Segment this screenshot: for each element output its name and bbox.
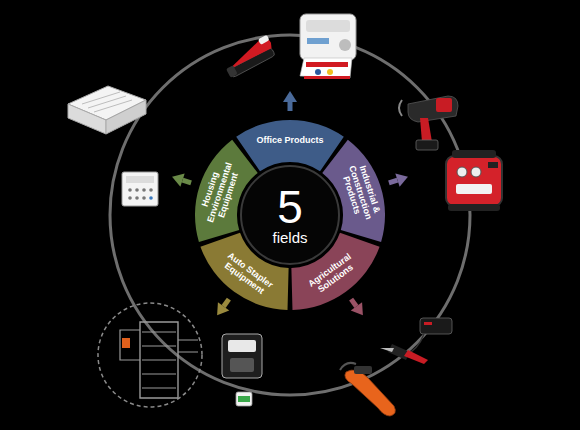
compressor-figure [446,150,502,211]
control-panel-figure [122,172,158,206]
stapler-unit-figure [222,334,262,406]
rebar-tool-figure [399,96,458,150]
sector-fill [200,233,288,310]
sector-fill [291,233,379,310]
copier-figure [98,303,202,407]
pruner-figure [340,363,395,416]
stapler-figure [221,35,277,79]
ceiling-unit-figure [68,86,146,134]
center-circle: 5fields [240,165,340,265]
label-printer-figure [300,14,356,79]
shears-figure [380,318,452,364]
field-count: 5 [277,184,303,230]
field-word: fields [272,230,307,247]
arrows [170,91,410,319]
outer-ring [110,35,470,395]
field-label: Office Products [250,136,330,146]
sector-fill [236,120,344,171]
